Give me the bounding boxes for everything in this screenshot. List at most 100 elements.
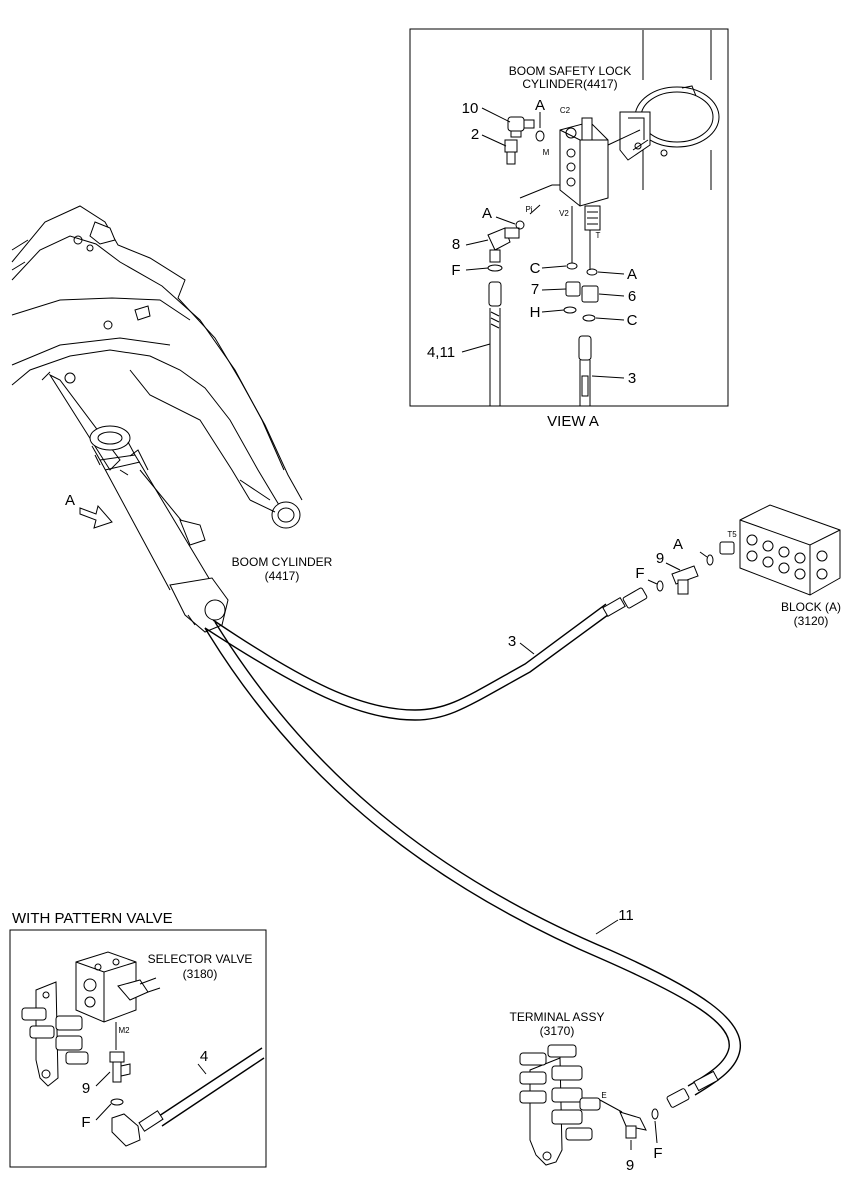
terminal-label-line2: (3170) [540,1024,575,1038]
pattern-callout-4: 4 [200,1048,208,1065]
callout-h: H [530,304,541,321]
block-port-t5-label: T5 [727,530,737,539]
view-a-arrow: A [65,492,113,529]
port-m-label: M [543,148,550,157]
boom-end-pin [271,501,301,529]
hose-11-nut [666,1088,690,1108]
boom-side-line [11,297,191,321]
hose-3-view-a [578,335,592,406]
hose-4-ferrule [138,1110,164,1132]
callout-9-terminal: 9 [626,1157,634,1174]
block-a-ports [746,534,828,580]
boom-bolt-1 [73,235,83,245]
pattern-valve-frame [9,929,267,1168]
view-a-leaders [519,112,591,270]
boom-inner-edge [11,235,285,471]
hose-11-line-a [214,621,742,1096]
part-6-connector [581,285,599,303]
terminal-assy: E TERMINAL ASSY (3170) [510,1010,623,1166]
hose-11-ferrule [693,1070,719,1092]
lock-cylinder-label-line1: BOOM SAFETY LOCK [509,64,631,78]
block-a-label-line2: (3120) [794,614,829,628]
callout-4-11: 4,11 [427,344,455,361]
callout-6: 6 [628,288,636,305]
cylinder-bracket [179,519,206,546]
boom-web-line [129,369,251,501]
boom-structure [11,205,303,529]
selector-valve-block [75,951,137,1023]
callout-a-block: A [673,536,683,553]
lock-cylinder-label-line2: CYLINDER(4417) [522,77,617,91]
callout-c1: C [530,260,541,277]
cylinder-bottom-block [169,577,229,633]
lock-cylinder-body [559,117,641,231]
boom-lower-rib [11,337,171,366]
callout-a3: A [627,266,637,283]
boom-lower-plate [48,373,121,471]
terminal-fittings [519,1044,601,1141]
hose-4-line [155,1047,265,1127]
terminal-callout-leaders [630,1120,658,1150]
hose-4-elbow [111,1113,141,1147]
o-ring-f [487,264,503,272]
part-2-plug [504,139,518,165]
o-ring-a2 [515,220,525,230]
hose-3-line-a [204,611,613,721]
block-a-body [739,504,841,596]
callout-f-terminal: F [653,1145,662,1162]
selector-fittings [21,1007,89,1065]
pattern-o-ring-f [110,1098,124,1106]
cylinder-head-eye [89,425,131,451]
o-ring-f-terminal [651,1108,659,1120]
callout-11: 11 [618,907,634,924]
pattern-tee-fitting-9 [109,1051,131,1083]
callout-3-leader [519,642,535,655]
port-pi-label: Pi [525,205,532,214]
boom-end-lines [239,479,276,513]
cylinder-rings [99,454,141,471]
hose-3-nut [622,587,648,609]
view-a-inset: BOOM SAFETY LOCK CYLINDER(4417) C2 M Pi … [409,28,729,430]
callout-8: 8 [452,236,460,253]
selector-valve-label-line2: (3180) [183,967,218,981]
pattern-callout-f: F [81,1114,90,1131]
part-8-elbow-fitting [487,227,520,263]
port-c2-label: C2 [560,106,571,115]
callout-9-block: 9 [656,550,664,567]
callout-c2: C [627,312,638,329]
o-ring-h [563,306,577,314]
hose-3-ferrule [602,596,626,618]
pattern-callout-leaders [95,1063,207,1121]
boom-foot-hole [64,372,76,384]
callout-3-view-a: 3 [628,370,636,387]
callout-f-block: F [635,565,644,582]
selector-valve-label-line1: SELECTOR VALVE [148,952,253,966]
callout-a1: A [535,97,545,114]
boom-bolt-2 [86,244,94,252]
tee-fitting-9-terminal [619,1111,647,1139]
boom-cylinder [89,425,229,633]
pattern-valve-inset: WITH PATTERN VALVE M2 [9,910,267,1168]
part-7-connector [565,281,581,297]
hose-11 [204,621,742,1108]
terminal-port-e-label: E [601,1091,606,1100]
block-callout-leaders [647,551,708,585]
o-ring-c2 [582,314,596,322]
callout-11-leader [595,919,619,935]
terminal-label-line1: TERMINAL ASSY [510,1010,605,1024]
cylinder-tube [91,441,211,591]
pattern-callout-9: 9 [82,1080,90,1097]
callout-10: 10 [462,100,479,117]
o-ring-c1 [566,262,578,270]
callout-7: 7 [531,281,539,298]
boom-bottom-edge [11,349,283,511]
arrow-a-label: A [65,492,75,509]
callout-3: 3 [508,633,516,650]
terminal-e-leader [599,1099,623,1113]
block-a-adapter [719,541,735,555]
hose-4-11-view-a [488,281,502,406]
hose-3 [204,587,648,721]
callout-a2: A [482,205,492,222]
view-a-callout-leaders [461,107,625,379]
